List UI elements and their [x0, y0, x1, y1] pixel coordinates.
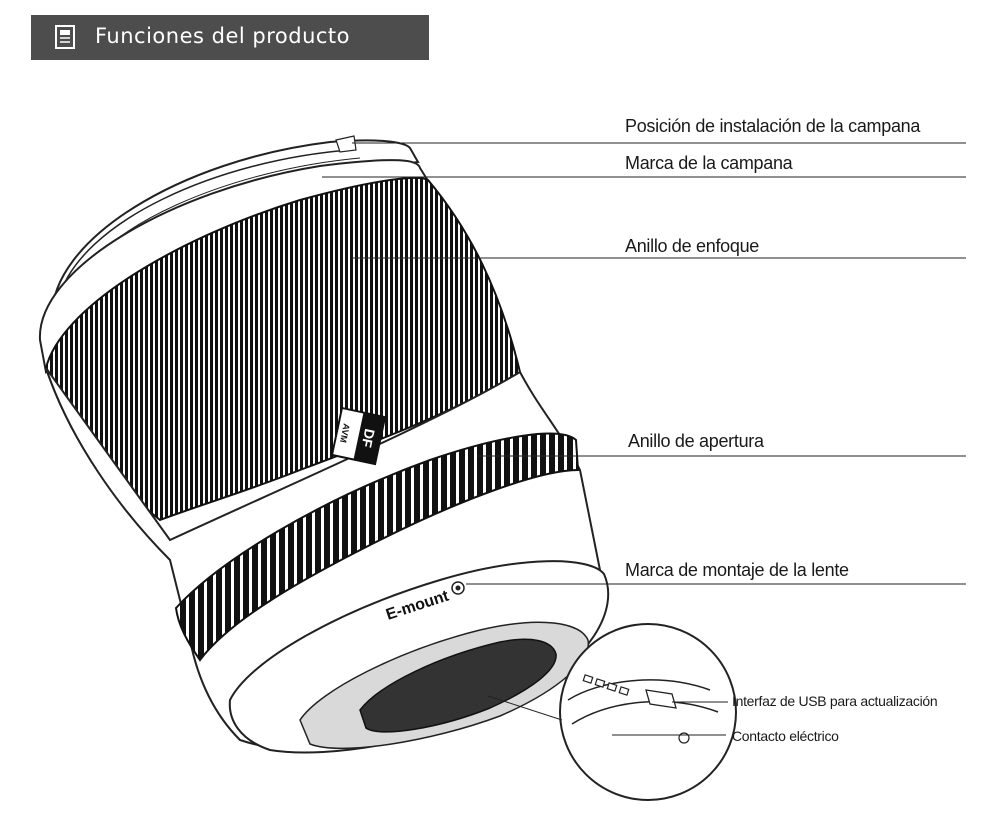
- label-hood-mark: Marca de la campana: [625, 153, 793, 173]
- label-hood-install: Posición de instalación de la campana: [625, 116, 921, 136]
- page-title: Funciones del producto: [95, 24, 351, 48]
- label-focus-ring: Anillo de enfoque: [625, 236, 760, 256]
- detail-zoom-circle: [559, 623, 737, 801]
- brand-badge: DF AVM: [330, 406, 387, 466]
- section-header: Funciones del producto: [31, 15, 429, 60]
- label-contacts: Contacto eléctrico: [732, 728, 839, 744]
- label-usb-interface: Interfaz de USB para actualización: [732, 693, 938, 709]
- badge-sub: AVM: [338, 423, 352, 444]
- badge-brand: DF: [358, 427, 378, 449]
- contact-pins: [582, 674, 630, 696]
- leader-lines: [322, 142, 966, 736]
- label-aperture-ring: Anillo de apertura: [628, 431, 764, 451]
- aperture-ring: [174, 432, 580, 662]
- focus-ring: [44, 176, 522, 522]
- label-mount-mark: Marca de montaje de la lente: [625, 560, 849, 580]
- mount-mark-dot: [451, 581, 465, 595]
- document-icon: [55, 25, 75, 49]
